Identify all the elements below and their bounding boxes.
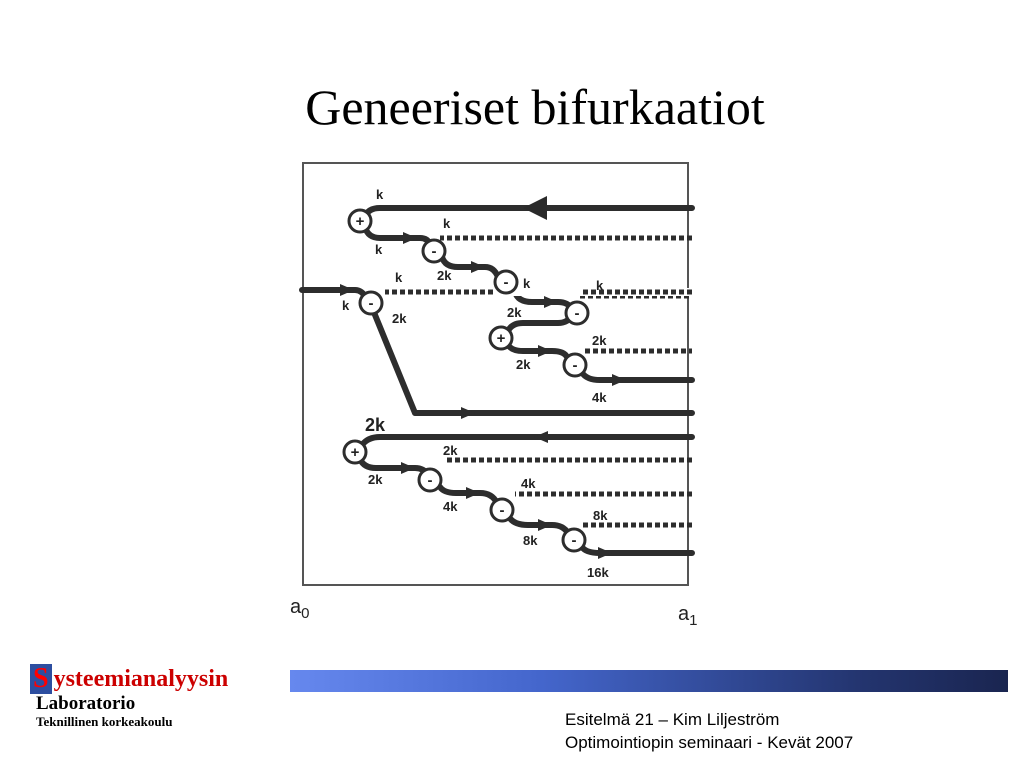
- label-lower-2k-a: 2k: [443, 443, 458, 458]
- label-lower-8k-b: 8k: [523, 533, 538, 548]
- label-2k-2: 2k: [392, 311, 407, 326]
- label-k-3: k: [443, 216, 451, 231]
- bifurcation-diagram: + - - - - + - + - - - k k k 2k k: [290, 162, 697, 629]
- node-minus-7: -: [489, 497, 515, 523]
- svg-text:-: -: [428, 472, 433, 489]
- label-lower-4k-b: 4k: [443, 499, 458, 514]
- label-4k-1: 4k: [592, 390, 607, 405]
- label-lower-4k-a: 4k: [521, 476, 536, 491]
- branch-bottom-4k: [580, 371, 695, 383]
- label-k-6: k: [523, 276, 531, 291]
- node-minus-4: -: [564, 300, 590, 326]
- axis-left-label: a0: [290, 596, 309, 622]
- label-k-2: k: [375, 242, 383, 257]
- node-plus-1: +: [347, 208, 373, 234]
- label-2k-5: 2k: [516, 357, 531, 372]
- svg-text:-: -: [504, 274, 509, 291]
- svg-text:+: +: [351, 444, 360, 461]
- svg-text:+: +: [497, 330, 506, 347]
- node-plus-3: +: [342, 439, 368, 465]
- label-lower-2k-top: 2k: [365, 415, 386, 435]
- label-2k-1: 2k: [437, 268, 452, 283]
- node-minus-1: -: [421, 238, 447, 264]
- svg-text:-: -: [572, 532, 577, 549]
- diagram-frame: [302, 162, 689, 586]
- svg-text:-: -: [575, 305, 580, 322]
- node-minus-5: -: [562, 352, 588, 378]
- label-2k-4: 2k: [592, 333, 607, 348]
- node-minus-3: -: [358, 290, 384, 316]
- credits-line-2: Optimointiopin seminaari - Kevät 2007: [565, 733, 854, 752]
- node-minus-6: -: [417, 467, 443, 493]
- label-2k-3: 2k: [507, 305, 522, 320]
- svg-text:+: +: [356, 213, 365, 230]
- footer-credits: Esitelmä 21 – Kim Liljeström Optimointio…: [565, 708, 853, 754]
- logo-lab: Laboratorio: [36, 693, 136, 714]
- credits-line-1: Esitelmä 21 – Kim Liljeström: [565, 710, 780, 729]
- svg-text:-: -: [573, 357, 578, 374]
- branch-diagonal: [370, 307, 695, 416]
- slide-title: Geneeriset bifurkaatiot: [305, 79, 765, 135]
- axis-right-label: a1: [678, 603, 697, 629]
- svg-text:-: -: [432, 243, 437, 260]
- branch-lower-top: [359, 434, 695, 448]
- label-k-7: k: [596, 278, 604, 293]
- branch-top: [362, 205, 695, 220]
- svg-text:-: -: [369, 295, 374, 312]
- institution-logo: S ysteemianalyysin Laboratorio Teknillin…: [30, 664, 228, 730]
- branch-plus2-down: [505, 342, 570, 360]
- branch-inflow: [299, 287, 369, 301]
- label-k-4: k: [395, 270, 403, 285]
- footer-gradient-bar: [290, 670, 1008, 692]
- label-lower-16k: 16k: [587, 565, 609, 580]
- logo-letter: S: [30, 664, 52, 694]
- label-k-1: k: [376, 187, 384, 202]
- node-minus-2: -: [493, 269, 519, 295]
- svg-text:-: -: [500, 502, 505, 519]
- node-minus-8: -: [561, 527, 587, 553]
- label-lower-2k-b: 2k: [368, 472, 383, 487]
- logo-text: ysteemianalyysin: [53, 665, 229, 692]
- label-lower-8k-a: 8k: [593, 508, 608, 523]
- label-k-5: k: [342, 298, 350, 313]
- node-plus-2: +: [488, 325, 514, 351]
- logo-school: Teknillinen korkeakoulu: [36, 714, 173, 729]
